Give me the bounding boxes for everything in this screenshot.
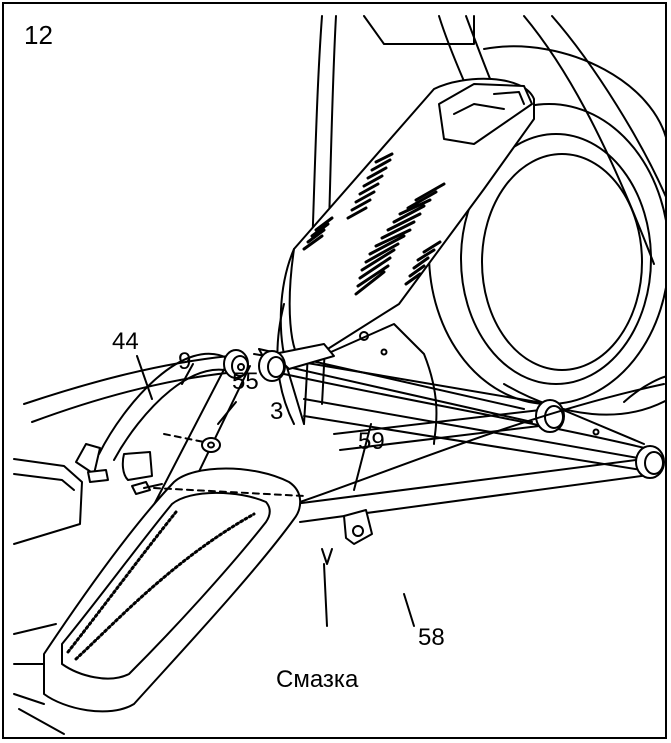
callout-grease: Смазка bbox=[276, 666, 359, 693]
callout-3: 3 bbox=[270, 398, 284, 425]
vent-slots bbox=[302, 152, 446, 296]
callout-9: 9 bbox=[178, 348, 192, 375]
callout-55: 55 bbox=[232, 368, 259, 395]
step-number: 12 bbox=[24, 20, 53, 50]
callout-58: 58 bbox=[418, 624, 445, 651]
callout-59: 59 bbox=[358, 428, 385, 455]
pedal bbox=[13, 467, 302, 735]
right-pedal-arm bbox=[253, 343, 665, 545]
hardware bbox=[131, 355, 415, 627]
elliptical-drawing bbox=[13, 15, 665, 735]
left-pedal-arm bbox=[13, 349, 251, 545]
callout-44: 44 bbox=[112, 328, 139, 355]
